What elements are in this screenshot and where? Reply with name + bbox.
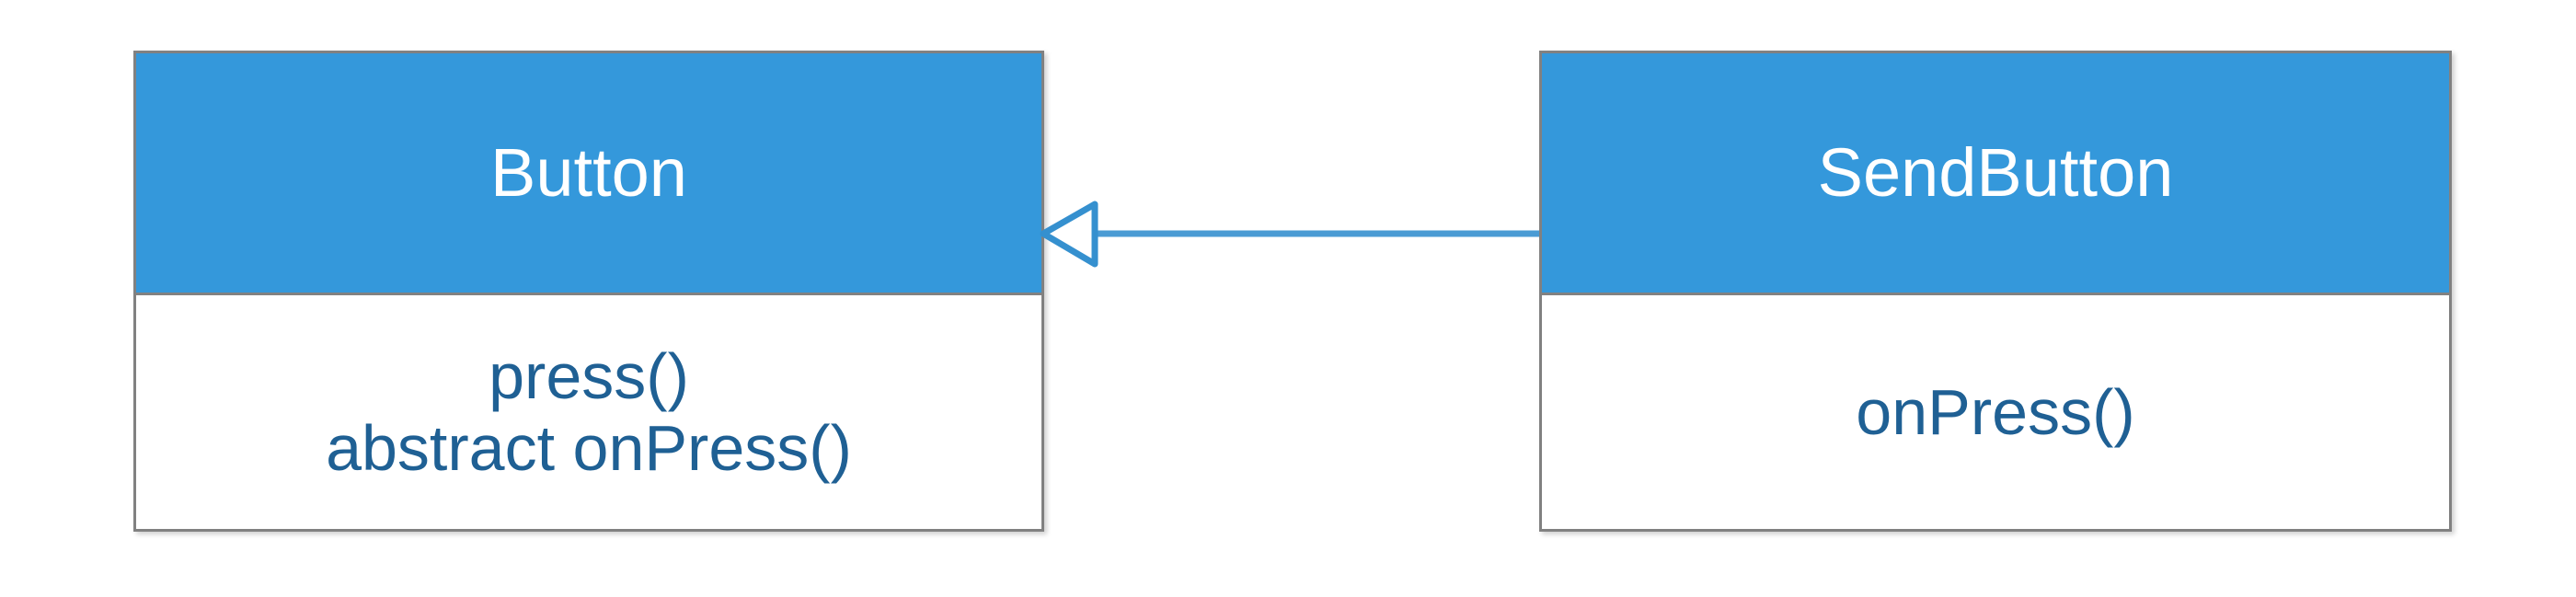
uml-class-sendbutton-header: SendButton	[1542, 53, 2449, 295]
uml-class-sendbutton-name: SendButton	[1817, 134, 2174, 211]
generalization-connector[interactable]	[1035, 189, 1550, 281]
hollow-triangle-arrow-icon	[1040, 201, 1098, 268]
uml-class-button-members: press() abstract onPress()	[136, 295, 1041, 529]
uml-class-sendbutton[interactable]: SendButton onPress()	[1539, 51, 2452, 532]
uml-member-onpress: onPress()	[1856, 375, 2135, 448]
uml-class-button-header: Button	[136, 53, 1041, 295]
uml-class-button-name: Button	[490, 134, 687, 211]
uml-member-abstract-onpress: abstract onPress()	[326, 412, 852, 484]
uml-member-press: press()	[489, 339, 689, 412]
uml-class-button[interactable]: Button press() abstract onPress()	[133, 51, 1044, 532]
uml-class-sendbutton-members: onPress()	[1542, 295, 2449, 529]
